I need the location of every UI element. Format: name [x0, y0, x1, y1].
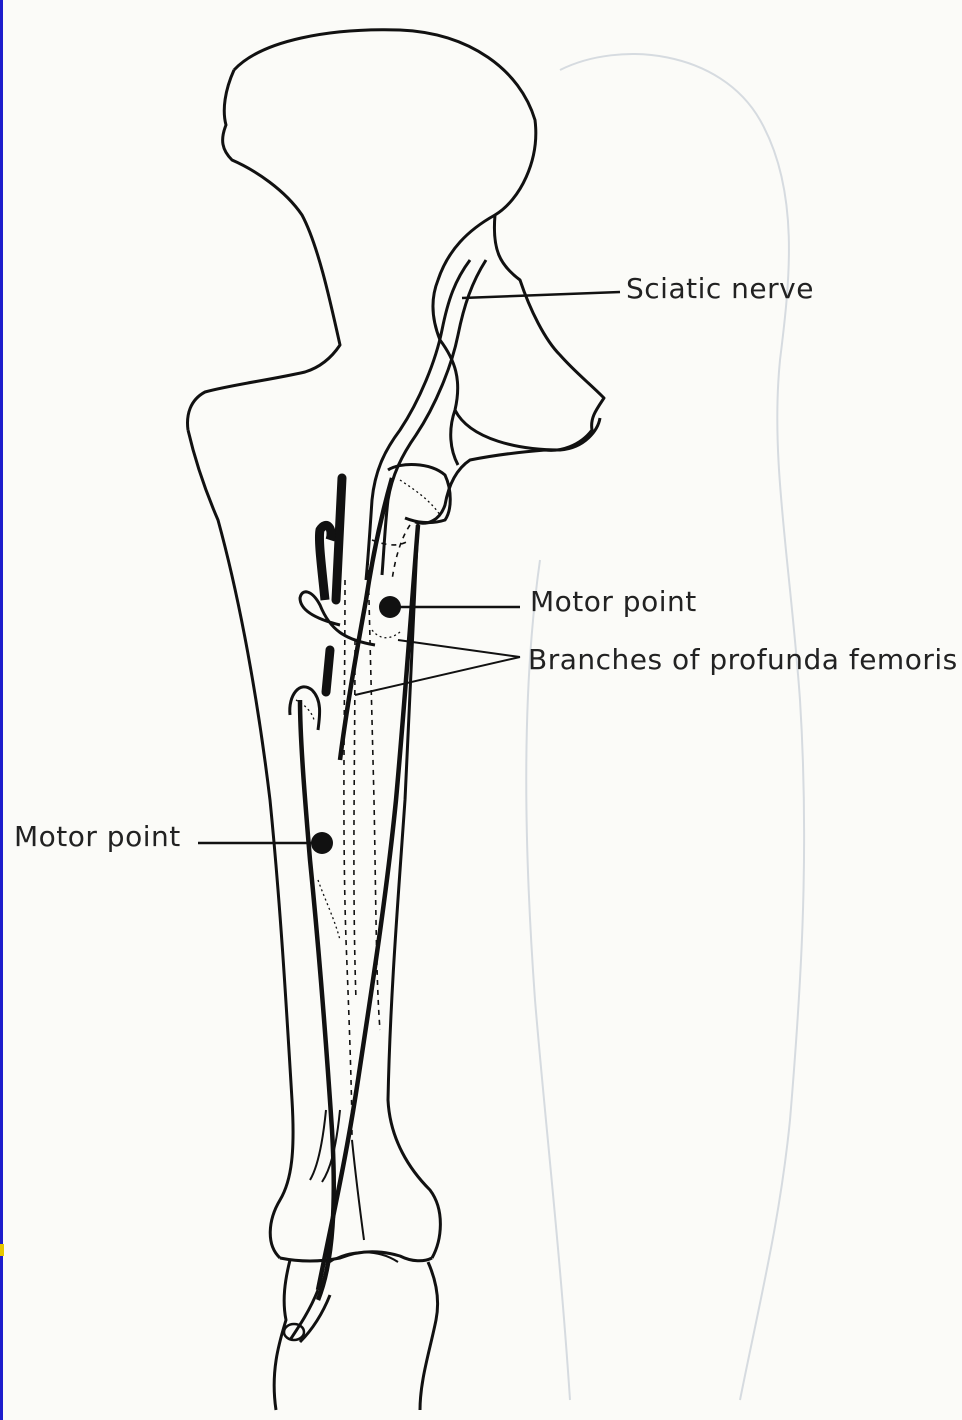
- vessel-hook: [319, 525, 331, 600]
- vessel-lower: [326, 650, 330, 692]
- motor-point-lower-label: Motor point: [14, 820, 181, 853]
- tendon-strands: [310, 1110, 364, 1240]
- branches-leader-lower: [355, 657, 520, 695]
- dashed-branches: [344, 525, 410, 1140]
- tibia-outline: [274, 1260, 437, 1410]
- sciatic-nerve-label: Sciatic nerve: [626, 272, 814, 305]
- pelvis-inner-edge: [433, 215, 495, 465]
- motor-point-upper-label: Motor point: [530, 585, 697, 618]
- ischium-outline: [455, 410, 600, 450]
- biceps-tendon: [290, 1290, 330, 1342]
- motor-point-lower-dot: [311, 832, 333, 854]
- biceps-long-head-medial: [340, 478, 392, 760]
- branches-label: Branches of profunda femoris a: [528, 643, 962, 676]
- femur-medial-edge: [388, 522, 440, 1258]
- motor-point-upper-dot: [379, 596, 401, 618]
- sciatic-nerve-leader: [462, 292, 620, 298]
- branches-leader-upper: [398, 640, 520, 657]
- biceps-short-head-top: [290, 687, 320, 730]
- vessel-upper: [336, 478, 342, 600]
- faint-background-outline: [526, 54, 804, 1400]
- biceps-short-head: [300, 700, 334, 1300]
